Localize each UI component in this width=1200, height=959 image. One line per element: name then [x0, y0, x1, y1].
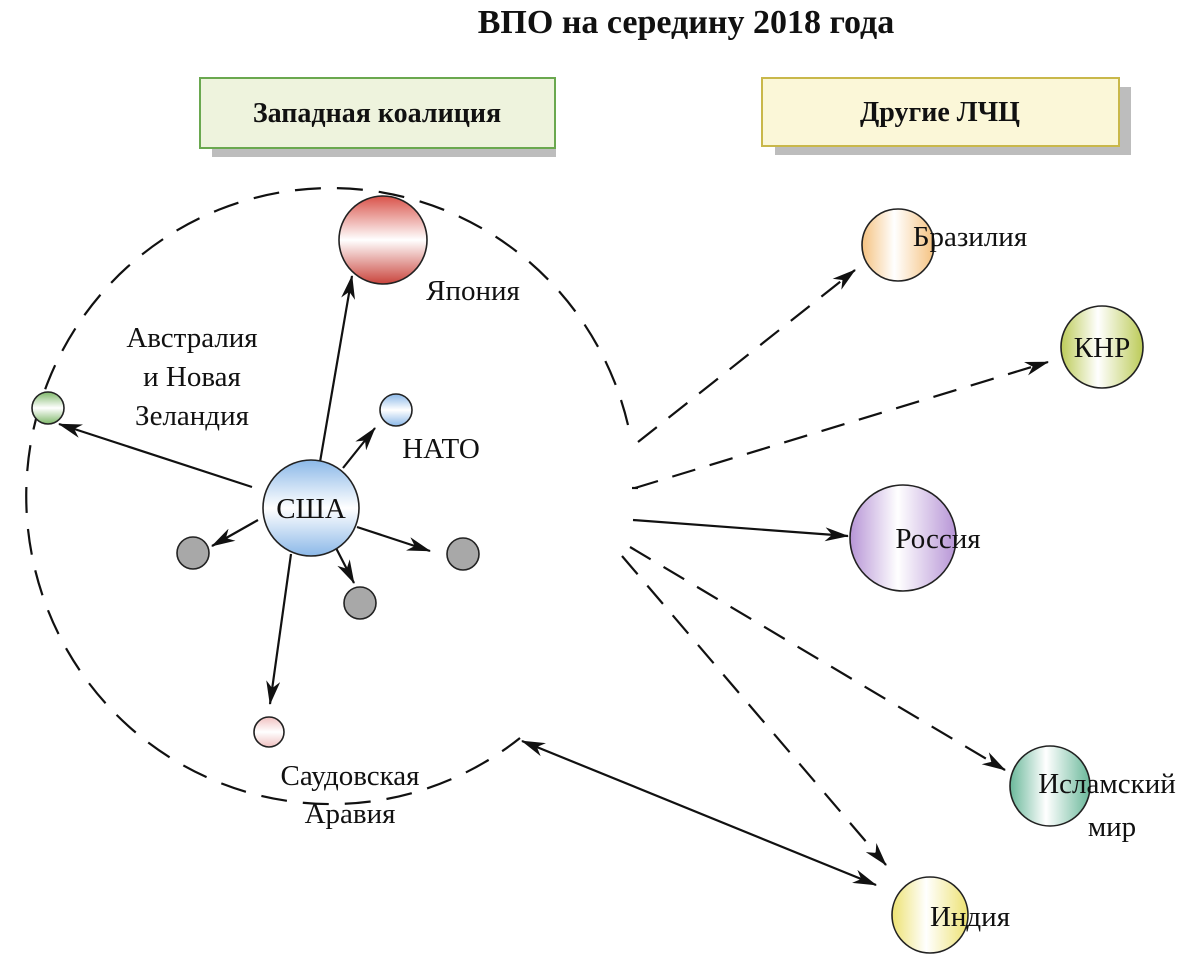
edge-usa-japan [318, 275, 355, 463]
edge-islamic [629, 546, 1006, 771]
diagram-title: ВПО на середину 2018 года [478, 4, 895, 41]
node-china [1060, 305, 1144, 389]
edge-usa-gray-2 [356, 525, 431, 553]
external-edges [521, 269, 1049, 887]
edge-coalition-india [521, 739, 877, 887]
edge-usa-saudi [266, 553, 293, 705]
label-saudi-2: Аравия [305, 798, 396, 830]
label-australia-1: Австралия [126, 322, 257, 354]
edge-india-dashed [621, 555, 887, 866]
edge-brazil [637, 269, 856, 443]
node-australia [31, 391, 65, 425]
label-china: КНР [1074, 332, 1130, 364]
node-gray-3 [343, 586, 377, 620]
western-coalition-label: Западная коалиция [253, 98, 501, 129]
node-russia [849, 484, 957, 592]
label-nato: НАТО [402, 433, 480, 465]
node-gray-1 [176, 536, 210, 570]
edge-russia [632, 518, 849, 542]
label-australia-2: и Новая [143, 361, 241, 393]
edge-usa-gray-3 [335, 547, 355, 584]
box-frame [199, 77, 556, 149]
coalition-edges [58, 275, 431, 705]
label-islamic-2: мир [1088, 811, 1136, 843]
node-saudi [253, 716, 285, 748]
label-india: Индия [930, 901, 1010, 933]
node-usa [262, 459, 360, 557]
node-brazil [861, 208, 935, 282]
node-gray-2 [446, 537, 480, 571]
label-australia-3: Зеландия [135, 400, 249, 432]
node-nato [379, 393, 413, 427]
node-india [891, 876, 969, 954]
label-saudi-1: Саудовская [281, 760, 420, 792]
node-islamic [1009, 745, 1091, 827]
other-centers-box: Другие ЛЧЦ [761, 77, 1131, 155]
label-russia: Россия [895, 523, 980, 555]
edge-usa-nato [342, 427, 376, 469]
label-usa: США [276, 493, 346, 525]
label-japan: Япония [426, 275, 520, 307]
edge-usa-gray-1 [211, 519, 259, 547]
coalition-boundary [25, 187, 630, 806]
edge-china [634, 360, 1049, 490]
label-brazil: Бразилия [913, 221, 1027, 253]
node-japan [338, 195, 428, 285]
western-coalition-box: Западная коалиция [199, 77, 556, 157]
edge-usa-australia [58, 422, 253, 489]
other-centers-label: Другие ЛЧЦ [860, 97, 1020, 128]
box-frame [761, 77, 1120, 147]
label-islamic-1: Исламский [1038, 768, 1176, 800]
